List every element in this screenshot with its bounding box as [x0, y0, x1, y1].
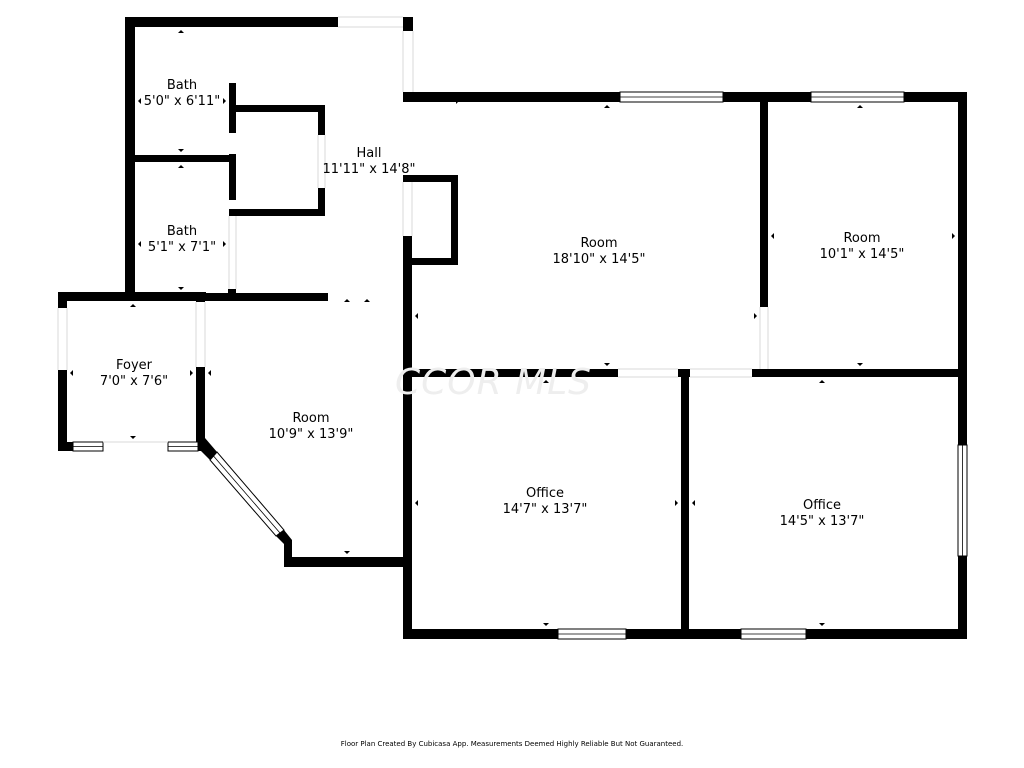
wall — [681, 369, 689, 634]
room-label-hall: Hall 11'11" x 14'8" — [309, 146, 429, 178]
room-size: 7'0" x 7'6" — [99, 374, 169, 389]
wall — [403, 236, 412, 639]
wall — [284, 557, 412, 567]
room-name: Room — [843, 231, 881, 246]
room-name: Bath — [166, 224, 198, 239]
openings — [57, 16, 769, 443]
room-label-office-2: Office 14'5" x 13'7" — [762, 498, 882, 530]
wall — [125, 17, 338, 27]
window — [72, 441, 104, 452]
wall — [760, 97, 768, 307]
wall — [403, 629, 558, 639]
room-size: 10'1" x 14'5" — [819, 247, 905, 262]
windows — [72, 91, 968, 640]
wall — [58, 292, 67, 308]
wall — [904, 92, 967, 102]
room-label-room-1: Room 18'10" x 14'5" — [534, 236, 664, 268]
wall — [626, 629, 741, 639]
wall — [229, 154, 236, 200]
window — [619, 91, 724, 103]
window — [740, 628, 807, 640]
wall — [196, 367, 205, 451]
room-label-foyer: Foyer 7'0" x 7'6" — [84, 358, 184, 390]
window — [557, 628, 627, 640]
wall — [196, 292, 205, 302]
wall — [318, 105, 325, 135]
dimension-ticks — [70, 30, 955, 626]
room-label-office-1: Office 14'7" x 13'7" — [485, 486, 605, 518]
wall — [130, 155, 233, 162]
room-size: 14'5" x 13'7" — [779, 514, 865, 529]
window — [209, 451, 285, 537]
room-name: Room — [580, 236, 618, 251]
room-size: 14'7" x 13'7" — [502, 502, 588, 517]
room-size: 10'9" x 13'9" — [268, 427, 354, 442]
window — [810, 91, 905, 103]
wall — [228, 289, 236, 301]
wall — [125, 293, 328, 301]
wall — [451, 175, 458, 265]
room-label-room-2: Room 10'1" x 14'5" — [802, 231, 922, 263]
wall — [58, 292, 206, 301]
wall — [58, 442, 73, 451]
wall — [276, 530, 292, 560]
room-name: Hall — [356, 146, 382, 161]
room-label-room-3: Room 10'9" x 13'9" — [251, 411, 371, 443]
room-name: Bath — [166, 78, 198, 93]
wall — [196, 438, 217, 460]
wall — [403, 258, 458, 265]
room-name: Foyer — [115, 358, 152, 373]
room-label-bath-2: Bath 5'1" x 7'1" — [132, 224, 232, 256]
wall — [229, 105, 325, 112]
room-size: 11'11" x 14'8" — [322, 162, 416, 177]
walls — [58, 17, 967, 639]
wall — [806, 629, 967, 639]
wall — [229, 209, 325, 216]
wall — [403, 92, 620, 102]
window — [957, 444, 968, 557]
disclaimer-footer: Floor Plan Created By Cubicasa App. Meas… — [340, 740, 684, 748]
room-label-bath-1: Bath 5'0" x 6'11" — [132, 78, 232, 110]
room-name: Office — [526, 486, 564, 501]
wall — [403, 17, 413, 31]
wall — [318, 188, 325, 216]
room-size: 5'1" x 7'1" — [147, 240, 217, 255]
wall — [752, 369, 967, 377]
window — [167, 441, 199, 452]
room-size: 5'0" x 6'11" — [143, 94, 221, 109]
room-name: Room — [292, 411, 330, 426]
wall — [403, 369, 618, 377]
room-size: 18'10" x 14'5" — [552, 252, 646, 267]
wall — [403, 175, 458, 182]
wall — [958, 556, 967, 639]
wall — [958, 92, 967, 445]
watermark: CCOR MLS — [395, 362, 593, 403]
room-name: Office — [803, 498, 841, 513]
wall — [58, 370, 67, 451]
